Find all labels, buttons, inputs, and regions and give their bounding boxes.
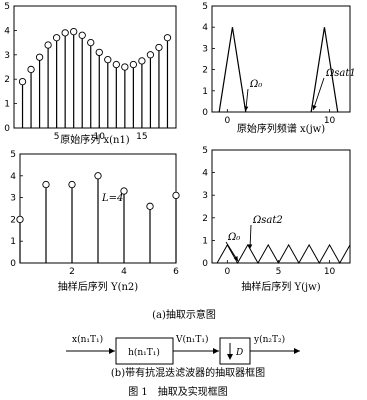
x-axis-label: 原始序列 x(n1) bbox=[60, 133, 130, 146]
y-tick-label: 5 bbox=[202, 2, 208, 12]
y-tick-label: 4 bbox=[202, 23, 208, 33]
y-tick-label: 0 bbox=[202, 108, 208, 118]
y-tick-label: 5 bbox=[10, 150, 16, 160]
x-axis-label: 抽样后序列 Y(jw) bbox=[241, 280, 320, 293]
x-tick-label: 0 bbox=[224, 116, 230, 126]
stem-marker bbox=[78, 31, 86, 39]
y-tick-label: 0 bbox=[4, 124, 10, 134]
annotation-label: L=4 bbox=[101, 193, 123, 204]
stem-marker bbox=[146, 51, 155, 59]
stem-marker bbox=[172, 191, 180, 200]
stem-marker bbox=[70, 27, 78, 36]
chart-panel-1: 0 1 2 3 4 5 5 10 15 原始序列 x(n1) bbox=[4, 2, 177, 146]
stem-marker bbox=[42, 180, 50, 189]
x-tick-label: 5 bbox=[54, 132, 60, 142]
chart-panel-3: 0 1 2 3 4 5 2 4 6 抽样后序列 Y(n2) L=4 bbox=[10, 150, 180, 293]
annotation-label: Ω₀ bbox=[227, 232, 240, 243]
decimator-block bbox=[219, 337, 251, 365]
stem-marker bbox=[129, 60, 138, 69]
spectrum-line bbox=[310, 27, 339, 113]
stem-marker bbox=[95, 48, 103, 57]
chart-panel-4: 0 1 2 3 4 5 0 5 10 抽样后序列 Y(jw) Ω₀ Ωsat2 bbox=[202, 146, 351, 293]
y-tick-label: 4 bbox=[10, 172, 16, 182]
output-arrow-icon bbox=[294, 348, 300, 354]
filter-block-label: h(n₁T₁) bbox=[128, 347, 160, 358]
stem-marker bbox=[18, 77, 27, 86]
plot-frame bbox=[13, 5, 177, 129]
y-tick-label: 5 bbox=[202, 146, 208, 156]
stem-marker bbox=[104, 56, 112, 64]
stem-marker bbox=[163, 34, 172, 42]
plot-frame bbox=[211, 5, 351, 113]
stem-marker bbox=[52, 34, 61, 42]
figure-caption: 图 1 抽取及实现框图 bbox=[128, 385, 228, 398]
input-signal-label: x(n₁T₁) bbox=[72, 334, 103, 345]
y-tick-label: 4 bbox=[4, 26, 10, 36]
x-axis-label: 原始序列频谱 x(jw) bbox=[237, 122, 325, 135]
y-tick-label: 3 bbox=[202, 44, 208, 54]
y-tick-label: 2 bbox=[4, 75, 10, 85]
x-tick-label: 0 bbox=[224, 267, 230, 277]
caption-a: (a)抽取示意图 bbox=[152, 308, 216, 321]
stem-marker bbox=[120, 187, 128, 195]
caption-b: (b)带有抗混迭滤波器的抽取器框图 bbox=[111, 366, 265, 379]
annotation-label: Ω₀ bbox=[249, 79, 262, 90]
middle-arrow-icon bbox=[213, 348, 219, 354]
y-tick-label: 3 bbox=[10, 194, 16, 204]
x-tick-label: 15 bbox=[136, 132, 147, 142]
stem-marker bbox=[155, 43, 163, 52]
down-arrowhead-icon bbox=[227, 354, 233, 360]
x-axis-label: 抽样后序列 Y(n2) bbox=[58, 280, 138, 293]
y-tick-label: 2 bbox=[10, 215, 16, 225]
x-tick-label: 2 bbox=[69, 267, 75, 277]
x-tick-label: 4 bbox=[121, 267, 127, 277]
y-tick-label: 0 bbox=[10, 259, 16, 269]
output-signal-label: y(n₂T₂) bbox=[253, 334, 285, 345]
decimator-label: D bbox=[235, 348, 243, 358]
stem-marker bbox=[121, 63, 129, 71]
block-diagram: x(n₁T₁) h(n₁T₁) V(n₁T₁) D y(n₂T₂) bbox=[66, 334, 300, 365]
plot-frame bbox=[211, 149, 351, 264]
stem-marker bbox=[27, 65, 35, 74]
y-tick-label: 3 bbox=[202, 191, 208, 201]
annotation-label: Ωsat1 bbox=[325, 68, 356, 79]
stem-marker bbox=[146, 202, 154, 210]
x-tick-label: 10 bbox=[324, 116, 336, 126]
x-tick-label: 10 bbox=[94, 132, 106, 142]
spectrum-line bbox=[218, 27, 247, 113]
stem-marker bbox=[16, 215, 24, 224]
y-tick-label: 2 bbox=[202, 214, 208, 224]
stem-marker bbox=[44, 41, 52, 49]
x-tick-label: 6 bbox=[173, 267, 179, 277]
annotation-arrowhead-icon bbox=[312, 105, 317, 110]
filter-block bbox=[115, 337, 174, 365]
y-tick-label: 3 bbox=[4, 51, 10, 61]
y-tick-label: 1 bbox=[10, 237, 16, 247]
input-arrow-icon bbox=[109, 348, 115, 354]
stem-marker bbox=[68, 180, 76, 189]
y-tick-label: 4 bbox=[202, 169, 208, 179]
stem-marker bbox=[61, 29, 69, 37]
x-tick-label: 5 bbox=[276, 267, 282, 277]
stem-marker bbox=[138, 57, 146, 65]
annotation-arrowhead-icon bbox=[244, 106, 249, 111]
stem-marker bbox=[112, 60, 120, 69]
y-tick-label: 5 bbox=[4, 2, 10, 12]
y-tick-label: 1 bbox=[202, 87, 208, 97]
annotation-arrow bbox=[312, 77, 325, 111]
annotation-arrowhead-icon bbox=[248, 244, 253, 249]
middle-signal-label: V(n₁T₁) bbox=[175, 334, 209, 345]
annotation-arrowhead-icon bbox=[233, 256, 238, 261]
annotation-label: Ωsat2 bbox=[252, 215, 283, 226]
spectrum-line bbox=[216, 243, 351, 265]
x-tick-label: 10 bbox=[324, 267, 336, 277]
stem-marker bbox=[35, 53, 44, 61]
y-tick-label: 2 bbox=[202, 66, 208, 76]
y-tick-label: 1 bbox=[4, 100, 10, 110]
y-tick-label: 1 bbox=[202, 236, 208, 246]
y-tick-label: 0 bbox=[202, 259, 208, 269]
stem-marker bbox=[94, 172, 102, 180]
stem-marker bbox=[87, 38, 95, 47]
